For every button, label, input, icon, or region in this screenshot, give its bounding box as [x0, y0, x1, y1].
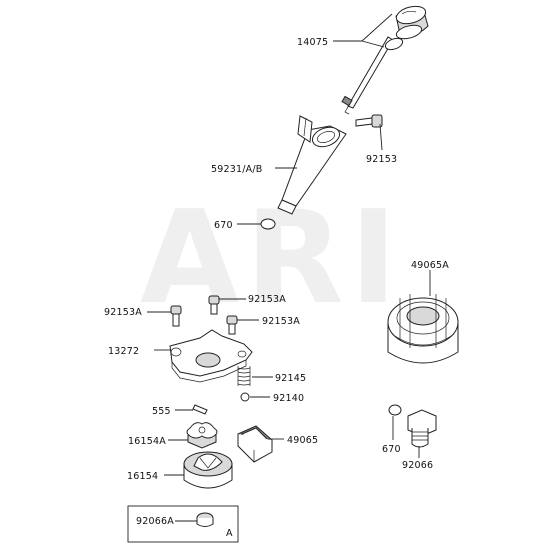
- label-92145: 92145: [275, 373, 306, 384]
- label-16154A: 16154A: [128, 436, 166, 447]
- rotor-16154-part: [183, 451, 233, 489]
- oring-670-right: [388, 404, 402, 416]
- leader-14075: [333, 13, 393, 42]
- label-92066A: 92066A: [136, 516, 174, 527]
- spring-92145-part: [237, 366, 251, 386]
- plug-92066-part: [407, 409, 437, 448]
- bolt-92153A-left-part: [170, 305, 182, 327]
- inset-label: A: [226, 528, 233, 539]
- label-13272: 13272: [108, 346, 139, 357]
- inset-box: [127, 505, 239, 543]
- oil-filter-part: [387, 294, 459, 364]
- label-49065A: 49065A: [411, 260, 449, 271]
- label-92066: 92066: [402, 460, 433, 471]
- label-59231: 59231/A/B: [211, 164, 262, 175]
- dipstick-part: [341, 36, 404, 115]
- ball-92140-part: [240, 392, 250, 402]
- label-670-right: 670: [382, 444, 401, 455]
- leader-92153: [379, 123, 383, 151]
- label-92140: 92140: [273, 393, 304, 404]
- plug-92066A-part: [196, 512, 214, 527]
- label-555: 555: [152, 406, 171, 417]
- leader-14075b: [361, 40, 385, 48]
- rotor-16154A-part: [186, 422, 218, 449]
- bolt-92153A-mid-part: [208, 295, 220, 315]
- label-670-top: 670: [214, 220, 233, 231]
- label-16154: 16154: [127, 471, 158, 482]
- bolt-92153-part: [355, 114, 383, 128]
- bolt-92153A-right-part: [226, 315, 238, 335]
- label-92153A-right: 92153A: [262, 316, 300, 327]
- dipstick-cap-part: [395, 5, 429, 40]
- filler-tube-part: [277, 115, 347, 215]
- label-14075: 14075: [297, 37, 328, 48]
- label-49065: 49065: [287, 435, 318, 446]
- label-92153: 92153: [366, 154, 397, 165]
- label-92153A-mid: 92153A: [248, 294, 286, 305]
- pin-555-part: [192, 404, 208, 415]
- label-92153A-left: 92153A: [104, 307, 142, 318]
- oring-670-top: [260, 218, 276, 230]
- screen-49065-part: [237, 425, 273, 463]
- plate-13272-part: [169, 329, 253, 383]
- watermark: ARI: [140, 184, 403, 333]
